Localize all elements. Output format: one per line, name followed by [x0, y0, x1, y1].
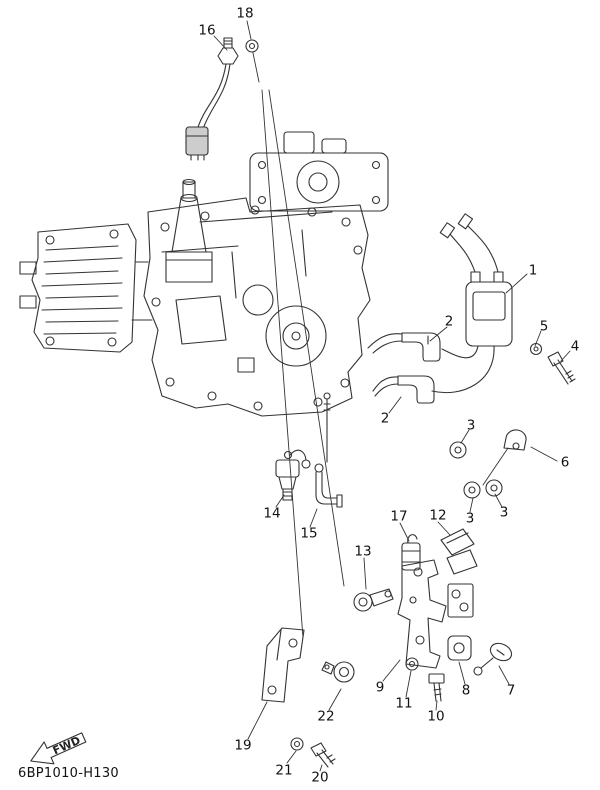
- callout-6: 6: [560, 454, 570, 471]
- washer-21: [290, 737, 304, 751]
- callout-4: 4: [570, 338, 580, 355]
- callout-3b: 3: [499, 504, 509, 521]
- callout-10: 10: [427, 708, 445, 725]
- callout-3a: 3: [466, 417, 476, 434]
- bolt-20: [310, 742, 336, 768]
- bolt-10: [428, 673, 445, 702]
- callout-17: 17: [390, 508, 408, 525]
- callout-14: 14: [263, 505, 281, 522]
- washer-11: [405, 657, 419, 671]
- wire-clamp-6: [503, 429, 527, 451]
- wire-clamp-22: [321, 661, 355, 683]
- callout-19: 19: [234, 737, 252, 754]
- washer-18: [245, 39, 259, 53]
- part-code-label: 6BP1010-H130: [18, 766, 119, 781]
- callout-11: 11: [395, 695, 413, 712]
- callout-22: 22: [317, 708, 335, 725]
- callout-8: 8: [461, 682, 471, 699]
- bolt-4: [547, 351, 576, 385]
- callout-20: 20: [311, 769, 329, 786]
- grommets: [449, 441, 503, 499]
- washer-5: [529, 342, 543, 356]
- bracket-19: [261, 627, 305, 703]
- callout-16: 16: [198, 22, 216, 39]
- bracket-plate: [447, 583, 474, 618]
- callout-13: 13: [354, 543, 372, 560]
- callout-18: 18: [236, 5, 254, 22]
- oil-pressure-sender: [185, 37, 239, 161]
- lever-7: [473, 642, 513, 676]
- spark-plug-cap-lower: [372, 375, 435, 404]
- fwd-arrow-label: FWD: [51, 734, 83, 758]
- bracket-9: [397, 559, 447, 669]
- callout-21: 21: [275, 762, 293, 779]
- elbow-fitting-15: [314, 463, 343, 508]
- callout-5: 5: [539, 318, 549, 335]
- stud-rod: [323, 392, 331, 463]
- callout-12: 12: [429, 507, 447, 524]
- callout-2b: 2: [380, 410, 390, 427]
- relay-12: [440, 528, 478, 575]
- oil-pressure-switch-14: [275, 449, 311, 501]
- ignition-coil: [431, 213, 513, 394]
- callout-9: 9: [375, 679, 385, 696]
- fuse-holder-17: [401, 534, 421, 571]
- callout-7: 7: [506, 682, 516, 699]
- grommet-block-8: [447, 635, 472, 661]
- leader-lines: [213, 20, 571, 772]
- callout-3c: 3: [465, 510, 475, 527]
- engine-block: [19, 131, 389, 417]
- callout-1: 1: [528, 262, 538, 279]
- callout-15: 15: [300, 525, 318, 542]
- callout-2a: 2: [444, 313, 454, 330]
- wire-clamp-13: [353, 588, 394, 612]
- spark-plug-cap-upper: [367, 332, 441, 362]
